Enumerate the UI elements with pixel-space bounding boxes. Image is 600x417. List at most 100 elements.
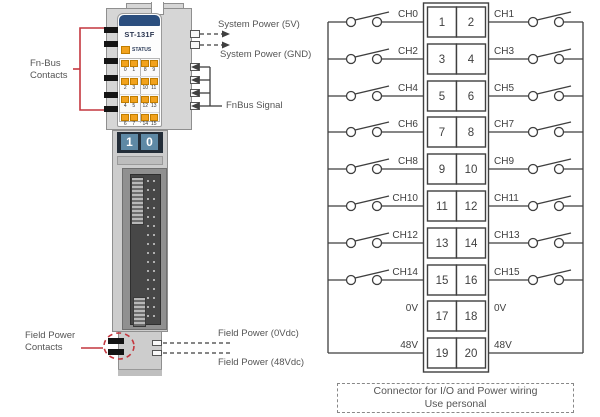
fnbus-contact <box>104 92 118 98</box>
thumbwheel <box>131 177 144 225</box>
connector-row-ch0-ch1: CH0 1 2 CH1 <box>328 6 583 38</box>
field-power-contact <box>108 338 124 344</box>
thumbwheel <box>133 297 146 327</box>
connector-pins <box>147 180 149 320</box>
led-indicator <box>149 78 158 85</box>
led-number: 12 <box>142 103 149 109</box>
pin-number: 14 <box>465 238 478 250</box>
pin-number: 1 <box>439 17 445 29</box>
field-power-hook <box>152 340 162 346</box>
channel-label: CH14 <box>392 267 418 278</box>
fnbus-contact <box>104 27 118 33</box>
system-power-5v-label: System Power (5V) <box>218 19 300 30</box>
led-row: 2 3 10 11 <box>120 77 159 95</box>
status-label: STATUS <box>132 47 152 53</box>
field-power-contacts-label-line2: Contacts <box>25 342 63 353</box>
channel-label: CH5 <box>494 83 514 94</box>
led-row: 4 5 12 13 <box>120 95 159 113</box>
module-band <box>117 156 163 165</box>
channel-label: CH6 <box>398 119 418 130</box>
rotary-digit: 1 <box>121 134 138 150</box>
system-power-gnd-arrow <box>200 41 230 49</box>
pin-number: 12 <box>465 201 478 213</box>
led-indicator <box>121 60 130 67</box>
channel-label: CH2 <box>398 46 418 57</box>
connector-row-ch14-ch15: CH14 15 16 CH15 <box>328 264 583 296</box>
pin-number: 5 <box>439 91 445 103</box>
channel-label: CH13 <box>494 230 520 241</box>
pin-number: 7 <box>439 127 445 139</box>
fnbus-contact <box>104 58 118 64</box>
led-number: 3 <box>132 85 136 91</box>
led-indicator <box>129 60 138 67</box>
module-model-label: ST-131F <box>124 30 155 39</box>
led-indicator <box>149 96 158 103</box>
status-led <box>121 46 130 54</box>
led-number: 2 <box>123 85 127 91</box>
led-number: 14 <box>142 121 149 127</box>
pin-number: 8 <box>468 127 474 139</box>
led-number: 7 <box>132 121 136 127</box>
led-indicator <box>121 96 130 103</box>
led-indicator <box>149 114 158 121</box>
system-power-5v-arrow <box>200 30 230 38</box>
pin-number: 17 <box>436 311 449 323</box>
fnbus-signal-label: FnBus Signal <box>226 100 283 111</box>
pin-number: 15 <box>436 275 449 287</box>
channel-label: CH0 <box>398 9 418 20</box>
led-row: 0 1 8 9 <box>120 59 159 77</box>
field-power-hook <box>152 350 162 356</box>
led-number: 6 <box>123 121 127 127</box>
fnbus-contact <box>104 75 118 81</box>
pin-number: 16 <box>465 275 478 287</box>
connector-row-0v: 0V 17 18 0V <box>406 300 507 332</box>
connector-row-ch4-ch5: CH4 5 6 CH5 <box>328 80 583 112</box>
pin-number: 11 <box>436 201 448 213</box>
led-number: 15 <box>150 121 157 127</box>
led-number: 8 <box>143 67 147 73</box>
connector-row-ch8-ch9: CH8 9 10 CH9 <box>328 153 583 185</box>
power-label: 0V <box>406 303 419 314</box>
channel-label: CH3 <box>494 46 514 57</box>
led-indicator <box>121 78 130 85</box>
led-indicator <box>129 114 138 121</box>
field-power-contacts-label-line1: Field Power <box>25 330 76 341</box>
fnbus-signal-arrows <box>191 63 222 110</box>
channel-label: CH10 <box>392 193 418 204</box>
pin-number: 9 <box>439 164 445 176</box>
pin-number: 2 <box>468 17 474 29</box>
connector-note-line1: Connector for I/O and Power wiring <box>373 385 538 397</box>
field-power-leads <box>163 342 232 354</box>
system-power-hook <box>190 41 200 49</box>
connector-row-ch2-ch3: CH2 3 4 CH3 <box>328 43 583 75</box>
led-number: 0 <box>123 67 127 73</box>
led-indicator <box>129 78 138 85</box>
led-indicator <box>149 60 158 67</box>
channel-label: CH11 <box>494 193 519 204</box>
field-power-contact <box>108 349 124 355</box>
pin-number: 18 <box>465 311 478 323</box>
connector-note-line2: Use personal <box>424 398 487 410</box>
fnbus-contacts-label-line2: Contacts <box>30 70 68 81</box>
led-row: 6 7 14 15 <box>120 113 159 130</box>
led-indicator <box>141 96 150 103</box>
led-number: 1 <box>132 67 136 73</box>
system-power-hook <box>190 30 200 38</box>
channel-label: CH8 <box>398 156 418 167</box>
field-power-48v-label: Field Power (48Vdc) <box>218 357 305 368</box>
channel-label: CH1 <box>494 9 514 20</box>
connector-row-ch10-ch11: CH10 11 12 CH11 <box>328 190 583 222</box>
led-number: 13 <box>150 103 157 109</box>
fnbus-contact <box>104 106 118 112</box>
connector-note-box: Connector for I/O and Power wiring Use p… <box>337 383 574 413</box>
led-grid: 0 1 8 9 2 3 10 11 4 5 12 13 6 7 14 15 <box>119 58 160 127</box>
led-indicator <box>141 114 150 121</box>
power-label: 48V <box>494 340 512 351</box>
status-row: STATUS <box>121 46 159 54</box>
connector-row-48v: 48V 19 20 48V <box>328 337 583 369</box>
rotary-address-display: 1 0 <box>117 132 163 153</box>
pin-number: 13 <box>436 238 449 250</box>
led-number: 9 <box>152 67 156 73</box>
pin-number: 4 <box>468 54 475 66</box>
